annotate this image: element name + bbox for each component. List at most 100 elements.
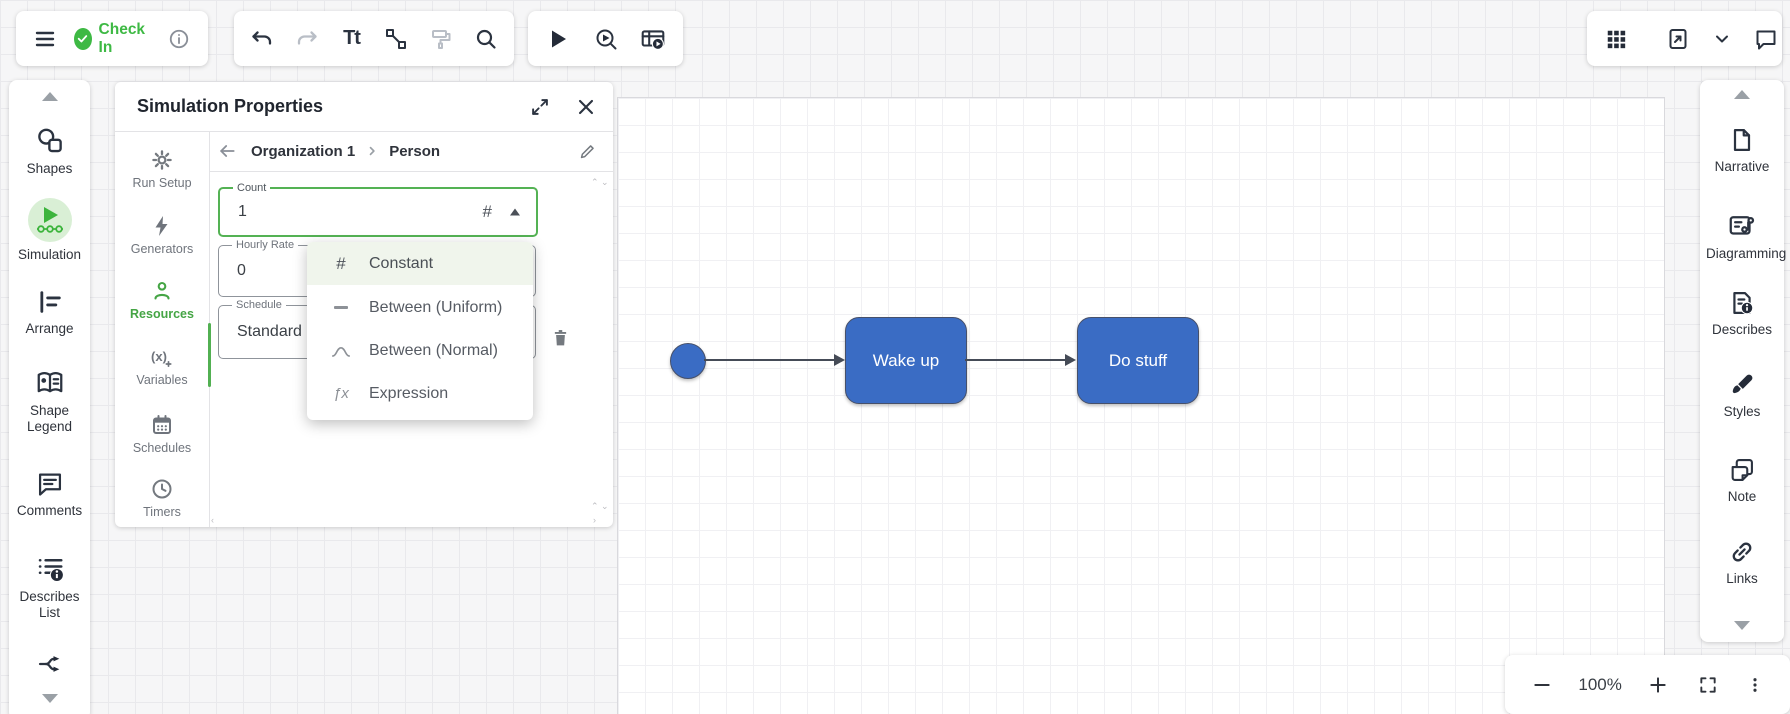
process-node-do-stuff[interactable]: Do stuff — [1077, 317, 1199, 404]
tab-resources[interactable]: Resources — [115, 279, 209, 321]
panel-close-button[interactable] — [569, 90, 603, 124]
panel-scroll-left-hint[interactable]: ‹ — [211, 515, 214, 525]
process-node-wake-up[interactable]: Wake up — [845, 317, 967, 404]
zoom-in-button[interactable] — [1645, 672, 1671, 698]
canvas-page[interactable] — [617, 97, 1665, 714]
sidebar-item-shapes[interactable]: Shapes — [9, 126, 90, 177]
comments-toggle-button[interactable] — [1749, 22, 1783, 56]
run-simulation-button[interactable] — [541, 22, 575, 56]
review-run-button[interactable] — [589, 22, 623, 56]
bell-curve-icon — [329, 343, 353, 359]
hamburger-menu-button[interactable] — [28, 22, 62, 56]
text-tool-button[interactable]: Tt — [335, 22, 369, 56]
schedule-field-label: Schedule — [232, 299, 286, 311]
tab-variables[interactable]: (x) Variables — [115, 345, 209, 387]
tab-generators[interactable]: Generators — [115, 214, 209, 256]
canvas-options-button[interactable] — [1744, 672, 1766, 698]
info-button[interactable] — [162, 22, 196, 56]
scroll-down-icon — [1734, 621, 1750, 630]
search-icon — [476, 29, 496, 49]
tab-run-setup[interactable]: Run Setup — [115, 148, 209, 190]
clock-icon — [152, 479, 172, 499]
text-tool-icon: Tt — [343, 27, 361, 49]
sidebar-item-shape-legend[interactable]: Shape Legend — [9, 368, 90, 435]
chevron-right-icon — [369, 146, 375, 156]
start-node[interactable] — [670, 343, 706, 379]
zoom-out-button[interactable] — [1529, 672, 1555, 698]
dock-scroll-up[interactable] — [9, 92, 90, 101]
sidebar-item-comments[interactable]: Comments — [9, 470, 90, 519]
check-in-button[interactable]: Check In — [74, 21, 150, 57]
dock-scroll-up[interactable] — [1700, 90, 1784, 99]
count-field-value[interactable]: 1 — [238, 203, 247, 220]
format-painter-button[interactable] — [424, 22, 458, 56]
tab-schedules[interactable]: Schedules — [115, 413, 209, 455]
narrative-icon — [1733, 128, 1751, 152]
search-button[interactable] — [469, 22, 503, 56]
sidebar-item-describes-list[interactable]: Describes List — [9, 554, 90, 621]
breadcrumb-back-button[interactable] — [213, 137, 241, 165]
sidebar-item-describes[interactable]: Describes — [1700, 289, 1784, 338]
panel-expand-button[interactable] — [523, 90, 557, 124]
edit-toolbar: Tt — [234, 11, 514, 66]
info-icon — [169, 29, 189, 48]
hash-icon: # — [336, 253, 346, 273]
panel-scroll-up-hint[interactable]: ⌃ ⌄ — [591, 177, 609, 187]
panel-scroll-down-hint[interactable]: ⌃ ⌄ — [591, 501, 609, 511]
redo-button[interactable] — [290, 22, 324, 56]
output-table-button[interactable] — [636, 22, 670, 56]
export-document-button[interactable] — [1661, 22, 1695, 56]
panel-scroll-right-hint[interactable]: › — [593, 515, 596, 525]
trash-icon — [554, 329, 566, 345]
sidebar-item-label: Shapes — [26, 161, 73, 176]
split-arrows-icon — [38, 657, 55, 671]
schedule-field-value[interactable]: Standard — [237, 323, 302, 340]
hourly-rate-field-value[interactable]: 0 — [237, 262, 246, 279]
apps-grid-button[interactable] — [1599, 22, 1633, 56]
value-type-dropdown-menu: # Constant Between (Uniform) Between (No… — [307, 242, 533, 420]
person-icon — [154, 281, 170, 300]
sidebar-item-arrange[interactable]: Arrange — [9, 288, 90, 337]
export-dropdown-button[interactable] — [1709, 22, 1735, 56]
sidebar-item-label: Note — [1727, 489, 1757, 504]
note-icon — [1731, 459, 1753, 481]
rename-button[interactable] — [573, 137, 601, 165]
delete-resource-button[interactable] — [543, 320, 577, 354]
sidebar-item-label: Links — [1726, 571, 1758, 586]
count-field-label: Count — [233, 182, 271, 194]
connector-tool-button[interactable] — [379, 22, 413, 56]
shapes-icon — [37, 128, 62, 153]
sidebar-item-diagramming[interactable]: Diagramming — [1700, 211, 1786, 262]
format-painter-icon — [432, 29, 451, 49]
sidebar-item-data-flow[interactable] — [9, 650, 90, 678]
dropdown-item-constant[interactable]: # Constant — [307, 242, 533, 285]
dock-scroll-down[interactable] — [1700, 621, 1784, 630]
right-dock: Narrative Diagramming Describes Styles N… — [1700, 80, 1786, 642]
dropdown-item-label: Expression — [369, 384, 449, 402]
breadcrumb-parent[interactable]: Organization 1 — [251, 142, 356, 160]
dock-scroll-down[interactable] — [9, 694, 90, 703]
fullscreen-button[interactable] — [1695, 672, 1721, 698]
sidebar-item-styles[interactable]: Styles — [1700, 371, 1784, 420]
undo-button[interactable] — [245, 22, 279, 56]
tab-timers[interactable]: Timers — [115, 477, 209, 519]
sidebar-item-narrative[interactable]: Narrative — [1700, 126, 1784, 175]
zoom-level[interactable]: 100% — [1578, 674, 1622, 694]
calendar-icon — [153, 415, 171, 434]
undo-icon — [252, 30, 271, 45]
value-type-glyph[interactable]: # — [482, 202, 492, 221]
chevron-down-icon — [1716, 35, 1728, 42]
breadcrumb: Organization 1 Person — [209, 131, 613, 172]
dropdown-item-between-uniform[interactable]: Between (Uniform) — [307, 286, 533, 329]
dropdown-item-expression[interactable]: ƒx Expression — [307, 372, 533, 415]
tab-label: Run Setup — [132, 176, 192, 190]
edge-wakeup-dostuff[interactable] — [965, 359, 1066, 361]
sidebar-item-note[interactable]: Note — [1700, 456, 1784, 505]
sidebar-item-links[interactable]: Links — [1700, 538, 1784, 587]
dropdown-item-between-normal[interactable]: Between (Normal) — [307, 329, 533, 372]
edge-start-wakeup[interactable] — [704, 359, 836, 361]
sidebar-item-simulation[interactable]: Simulation — [9, 198, 90, 263]
variables-icon: (x) — [151, 349, 172, 367]
value-type-dropdown-toggle[interactable] — [510, 208, 520, 216]
count-field[interactable]: Count 1 # — [218, 182, 538, 237]
